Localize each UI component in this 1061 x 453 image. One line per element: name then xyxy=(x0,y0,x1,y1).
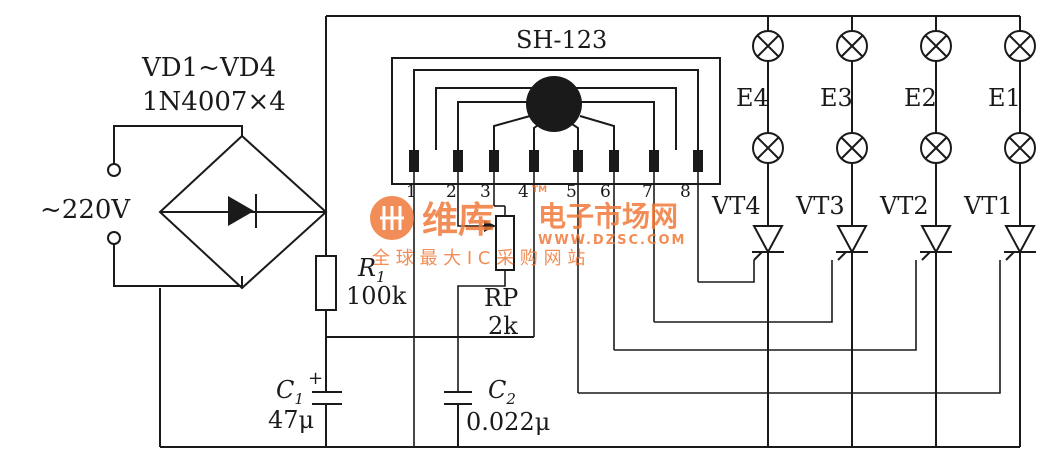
capacitor-c1 xyxy=(312,380,342,447)
watermark-tm: TM xyxy=(532,185,547,195)
pin-label-7: 7 xyxy=(642,182,653,202)
bridge-label-line2: 1N4007×4 xyxy=(142,87,286,117)
top-rail xyxy=(325,15,1020,212)
pin-label-2: 2 xyxy=(446,182,457,202)
c1-polarity: + xyxy=(308,368,323,389)
resistor-r1 xyxy=(315,212,337,380)
thyristor-label-vt3: VT3 xyxy=(795,192,845,220)
lamp-bottom-1 xyxy=(752,132,784,164)
lamp-top-2 xyxy=(836,30,868,62)
gate-routing xyxy=(578,260,1001,394)
c2-name: C2 xyxy=(488,376,516,408)
lamp-bottom-3 xyxy=(920,132,952,164)
chip-label: SH-123 xyxy=(516,26,607,54)
lamp-top-1 xyxy=(752,30,784,62)
pin-label-5: 5 xyxy=(566,182,577,202)
thyristor-label-vt4: VT4 xyxy=(711,192,761,220)
chip-pin-labels: 1 2 3 4 5 6 7 8 xyxy=(406,182,691,202)
watermark-brand: 维库 xyxy=(422,200,494,241)
source-label: ~220V xyxy=(40,195,131,225)
c2-value: 0.022μ xyxy=(466,408,550,436)
lamp-bottom-4 xyxy=(1004,132,1036,164)
lamp-label-e4: E4 xyxy=(736,84,769,112)
lamp-label-e1: E1 xyxy=(988,84,1021,112)
potentiometer-rp xyxy=(457,205,515,392)
pin-label-6: 6 xyxy=(600,182,611,202)
pin-label-3: 3 xyxy=(480,182,491,202)
lamp-bottom-2 xyxy=(836,132,868,164)
watermark-url: WWW.DZSC.COM xyxy=(538,233,686,248)
bottom-rail xyxy=(159,288,1020,448)
watermark-brand-rest: 电子市场网 xyxy=(538,200,678,233)
lamp-label-e3: E3 xyxy=(820,84,853,112)
watermark: 维库 电子市场网 TM WWW.DZSC.COM 全 球 最 大 I C 采 购… xyxy=(370,185,686,269)
thyristor-vt1 xyxy=(1004,225,1036,261)
capacitor-c2 xyxy=(444,391,472,447)
bridge-label-line1: VD1~VD4 xyxy=(141,53,276,83)
chip-sh123 xyxy=(391,57,721,185)
lamp-top-4 xyxy=(1004,30,1036,62)
pin-label-1: 1 xyxy=(406,182,417,202)
watermark-tagline: 全 球 最 大 I C 采 购 网 站 xyxy=(372,248,585,269)
thyristor-label-vt2: VT2 xyxy=(879,192,929,220)
bridge-rectifier xyxy=(158,134,328,290)
rp-name: RP xyxy=(484,284,518,312)
thyristor-label-vt1: VT1 xyxy=(963,192,1013,220)
rp-value: 2k xyxy=(488,312,518,340)
c1-name: C1 xyxy=(276,376,304,408)
pin-label-8: 8 xyxy=(680,182,691,202)
lamp-label-e2: E2 xyxy=(904,84,937,112)
ac-input-terminals xyxy=(107,125,243,287)
lamp-top-3 xyxy=(920,30,952,62)
r1-value: 100k xyxy=(346,282,407,310)
c1-value: 47μ xyxy=(268,406,314,434)
pin-label-4: 4 xyxy=(518,182,529,202)
r1-name: R1 xyxy=(357,254,386,286)
chip-pin-leads xyxy=(413,172,699,447)
